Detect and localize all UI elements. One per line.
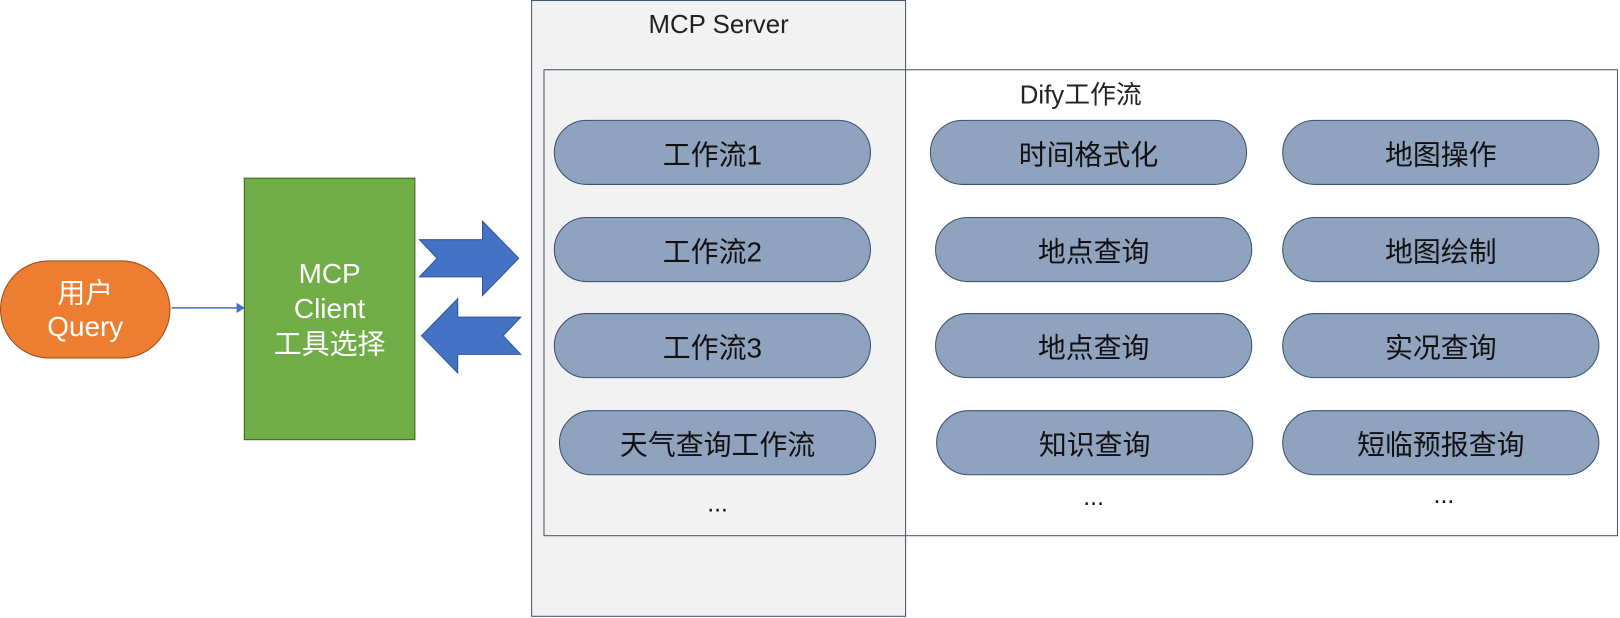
arrow-head-icon: [236, 302, 245, 314]
workflow-pill: 工作流3: [553, 313, 871, 379]
query-label: Query: [47, 310, 124, 342]
request-arrow-icon: [418, 219, 520, 297]
client-label-client: Client: [293, 293, 366, 325]
workflow-pill: 知识查询: [936, 410, 1254, 476]
workflow-pill: 地点查询: [935, 216, 1253, 283]
user-query-node: 用户 Query: [0, 260, 171, 359]
mcp-server-box: [531, 0, 907, 617]
dify-workflow-title: Dify工作流: [1019, 80, 1142, 110]
client-label-mcp: MCP: [298, 258, 361, 290]
mcp-client-node: MCP Client 工具选择: [243, 177, 416, 441]
workflow-pill: 地点查询: [935, 313, 1253, 379]
workflow-pill: 短临预报查询: [1282, 410, 1600, 476]
workflow-pill: 实况查询: [1282, 313, 1600, 379]
dify-workflow-box: [543, 69, 1618, 537]
user-label: 用户: [57, 277, 114, 309]
workflow-pill: 工作流1: [553, 119, 871, 185]
workflow-pill: 地图操作: [1282, 119, 1600, 185]
client-label-tool-select: 工具选择: [273, 328, 386, 360]
workflow-pill: 天气查询工作流: [558, 410, 877, 476]
more-ellipsis: ...: [1083, 483, 1104, 512]
workflow-pill: 时间格式化: [929, 119, 1248, 185]
mcp-server-title: MCP Server: [648, 10, 789, 40]
more-ellipsis: ...: [707, 489, 728, 518]
more-ellipsis: ...: [1433, 481, 1455, 510]
response-arrow-icon: [420, 297, 522, 375]
workflow-pill: 工作流2: [553, 216, 871, 283]
workflow-pill: 地图绘制: [1282, 216, 1600, 283]
